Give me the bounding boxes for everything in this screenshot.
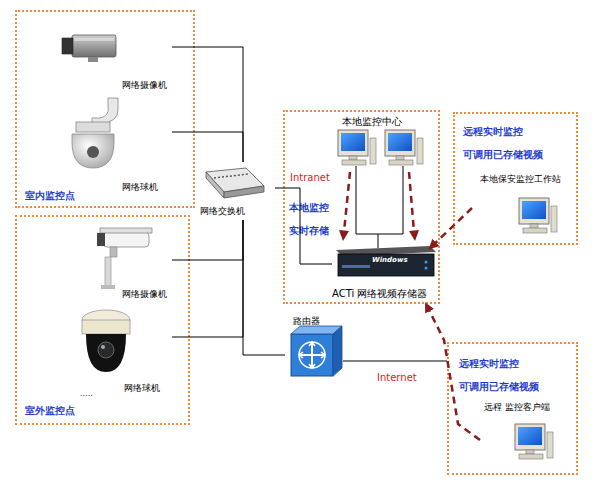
pc-icon: [338, 130, 376, 165]
box-camera-icon: [62, 35, 116, 62]
network-label: Intranet: [290, 172, 330, 184]
router-icon: [291, 326, 342, 376]
pc-icon: [515, 424, 553, 459]
function-label: 本地监控 实时存储: [289, 196, 349, 242]
bullet-camera-icon: [97, 228, 152, 289]
dome-camera-icon: [72, 98, 118, 168]
group-zone: 室内监控点 网络摄像机网络球机: [15, 10, 195, 208]
arrow-head: [339, 230, 349, 241]
network-cable: [275, 188, 332, 264]
dashed-arrow: [344, 172, 414, 232]
device-caption: 路由器: [293, 316, 320, 326]
camera-node: 网络摄像机: [92, 224, 172, 304]
device-caption: 网络球机: [124, 383, 160, 393]
switch-node: 网络交换机: [200, 162, 275, 220]
device-caption: 远程 监控客户端: [484, 402, 550, 412]
network-cable: [172, 220, 243, 260]
network-cable: [172, 47, 243, 162]
device-caption: 网络摄像机: [122, 289, 167, 299]
network-cable: [243, 220, 285, 355]
storage-server-icon: [336, 246, 436, 276]
ellipsis-mark: .....: [80, 389, 93, 399]
network-cable: [343, 361, 447, 362]
device-caption: 网络交换机: [200, 206, 245, 216]
group-title: 室外监控点: [25, 405, 75, 416]
dome-node: 网络球机: [72, 307, 172, 397]
group-zone: 远程实时监控 可调用已存储视频远程 监控客户端: [447, 342, 578, 475]
intranet-wire: [356, 166, 403, 248]
network-cable: [172, 220, 243, 337]
outdoor-dome-icon: [82, 310, 130, 372]
camera-node: 网络摄像机: [50, 30, 172, 92]
dashed-access-arrow: [430, 208, 472, 248]
group-zone: 远程实时监控 可调用已存储视频本地保安监控工作站: [453, 112, 578, 245]
client-node: 远程 监控客户端: [480, 400, 575, 472]
pc-icon: [385, 130, 423, 165]
pc-icon: [519, 198, 557, 233]
device-caption: 网络球机: [122, 182, 158, 192]
device-caption: 网络摄像机: [122, 80, 167, 90]
dome-node: 网络球机: [57, 94, 172, 199]
edge-label: Internet: [377, 372, 417, 383]
group-title: 本地监控中心: [342, 116, 402, 128]
brand-mark: Windows: [372, 256, 408, 264]
network-cable: [172, 132, 243, 162]
group-title: 远程实时监控 可调用已存储视频: [459, 352, 549, 398]
group-zone: 室外监控点 网络摄像机网络球机: [15, 215, 190, 425]
group-title: 室内监控点: [25, 190, 75, 201]
group-title: 远程实时监控 可调用已存储视频: [463, 120, 553, 166]
router-node: 路由器: [285, 316, 343, 380]
dashed-access-arrow: [426, 304, 480, 440]
switch-icon: [206, 168, 264, 198]
workstation-node: 本地保安监控工作站: [472, 172, 572, 242]
device-caption: 本地保安监控工作站: [480, 174, 561, 184]
device-caption: ACTi 网络视频存储器: [332, 288, 427, 300]
arrow-head: [409, 230, 419, 241]
